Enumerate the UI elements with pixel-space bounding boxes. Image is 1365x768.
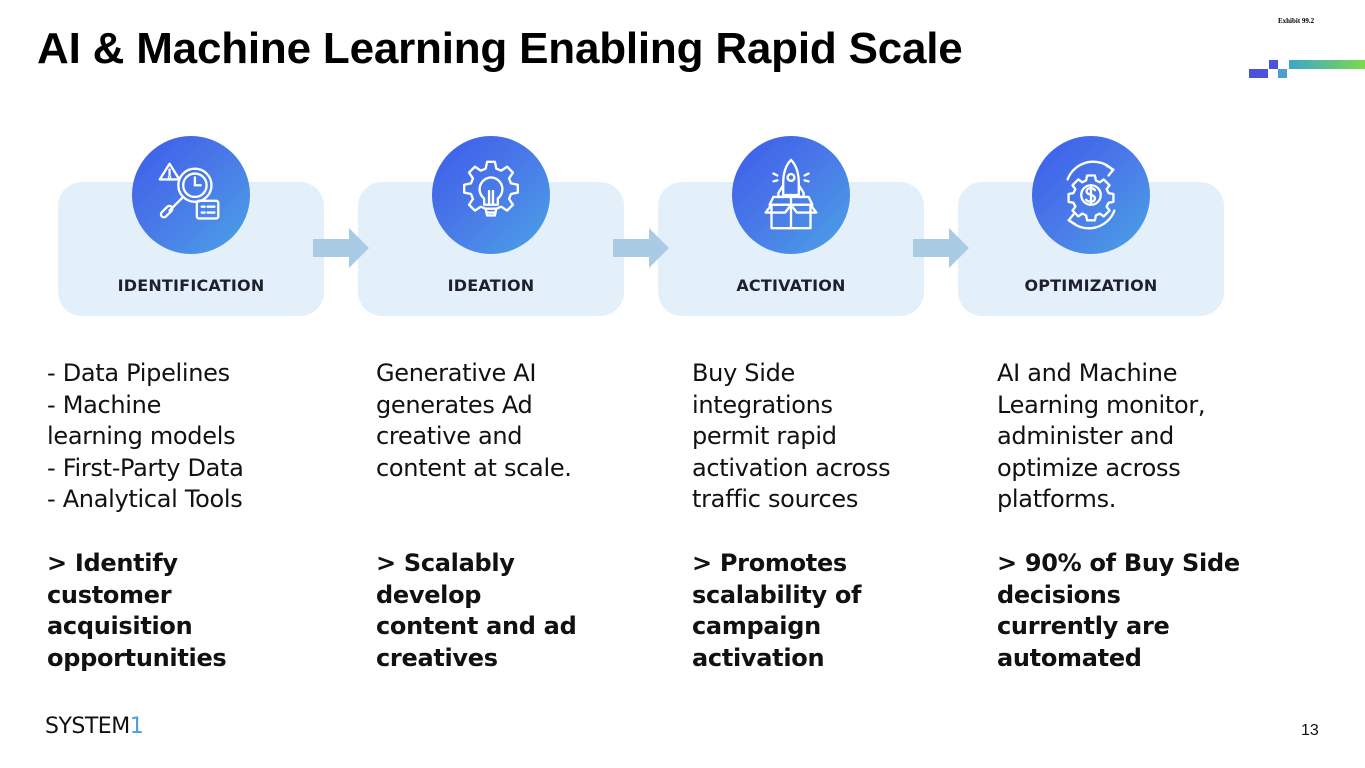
slide-title: AI & Machine Learning Enabling Rapid Sca… — [37, 24, 963, 73]
brand-square — [1249, 69, 1268, 78]
step-label: ACTIVATION — [736, 276, 846, 295]
step-description: Buy Side integrations permit rapid activ… — [692, 359, 891, 513]
step-description: AI and Machine Learning monitor, adminis… — [997, 359, 1206, 513]
step-takeaway: > Promotes scalability of campaign activ… — [692, 549, 862, 672]
brand-gradient-bar — [1289, 60, 1365, 69]
step-takeaway: > 90% of Buy Side decisions currently ar… — [997, 549, 1240, 672]
identification-icon-circle — [132, 136, 250, 254]
step-column-activation: Buy Side integrations permit rapid activ… — [692, 358, 992, 672]
activation-icon-circle — [732, 136, 850, 254]
step-column-optimization: AI and Machine Learning monitor, adminis… — [997, 358, 1297, 672]
exhibit-label: Exhibit 99.2 — [1278, 17, 1315, 25]
step-description: Generative AI generates Ad creative and … — [376, 359, 572, 482]
step-label: IDEATION — [447, 276, 535, 295]
brand-square — [1278, 69, 1287, 78]
arrow-right-icon — [613, 228, 669, 268]
step-description: - Data Pipelines - Machine learning mode… — [47, 359, 244, 513]
brand-square — [1269, 60, 1278, 69]
step-takeaway: > Scalably develop content and ad creati… — [376, 549, 577, 672]
magnifier-clock-alert-icon — [158, 162, 220, 220]
step-column-identification: - Data Pipelines - Machine learning mode… — [47, 358, 347, 672]
rocket-box-icon — [764, 158, 818, 230]
company-logo: SYSTEM1 — [45, 714, 144, 739]
arrow-right-icon — [913, 228, 969, 268]
step-card-activation: ACTIVATION — [658, 182, 924, 316]
step-label: IDENTIFICATION — [117, 276, 265, 295]
logo-text: SYSTEM — [45, 714, 130, 739]
ideation-icon-circle — [432, 136, 550, 254]
arrow-right-icon — [313, 228, 369, 268]
step-takeaway: > Identify customer acquisition opportun… — [47, 549, 227, 672]
step-column-ideation: Generative AI generates Ad creative and … — [376, 358, 676, 672]
optimization-icon-circle — [1032, 136, 1150, 254]
gear-lightbulb-icon — [463, 160, 519, 217]
step-label: OPTIMIZATION — [1024, 276, 1158, 295]
dollar-gear-cycle-icon — [1066, 160, 1116, 230]
page-number: 13 — [1301, 722, 1319, 739]
logo-accent: 1 — [129, 714, 144, 739]
brand-mark-graphic — [1249, 60, 1365, 80]
